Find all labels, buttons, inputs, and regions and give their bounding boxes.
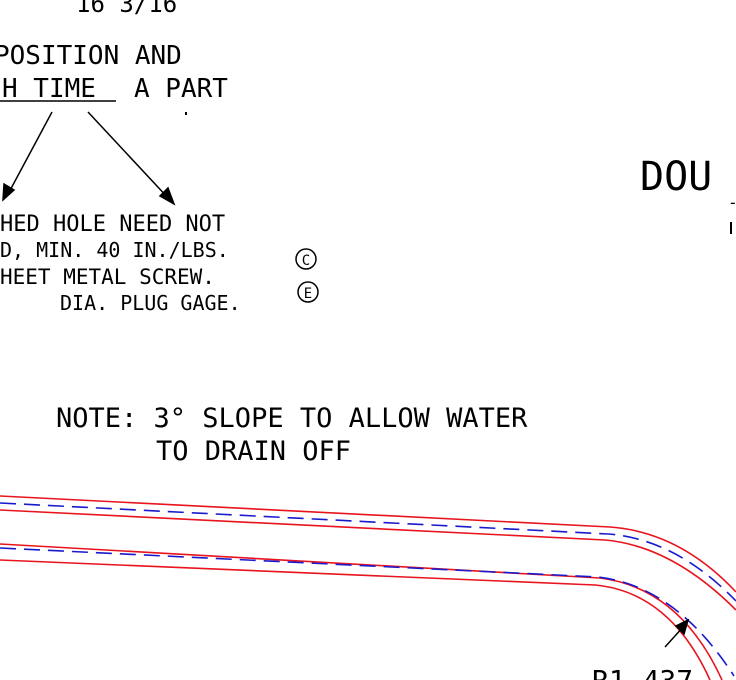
profile-bottom-outer [0,559,711,680]
symbol-e-marker: E [297,281,319,303]
hidden-line-top [0,502,736,602]
radius-leader [664,618,690,648]
profile-lines [0,495,736,680]
hole-note-line-4: DIA. PLUG GAGE. [60,291,241,315]
hole-note-line-3: HEET METAL SCREW. [0,265,215,289]
symbol-c-marker: C [295,248,317,270]
profile-top-inner [0,509,736,611]
profile-top-outer [0,495,736,593]
radius-label: R1.437 [592,664,693,680]
hidden-line-bottom [0,547,735,677]
symbol-e-circle [297,281,319,303]
symbol-e-letter: E [304,286,312,302]
note-line-2a: H TIME [2,74,96,104]
hidden-lines [0,502,736,677]
leader-right [87,111,171,201]
radius-arrowhead [674,618,690,636]
arrowhead-right [158,186,176,206]
hole-note-line-1: HED HOLE NEED NOT [0,212,225,237]
symbol-c-circle [295,248,317,270]
note-line-1: POSITION AND [0,41,182,71]
slope-note-line-2: TO DRAIN OFF [156,436,351,467]
title-fragment-1: - [728,193,736,212]
arrowhead-left [2,182,16,202]
symbol-c-letter: C [302,253,310,269]
note-line-2b: A PART [134,74,228,104]
hole-note-line-2: D, MIN. 40 IN./LBS. [0,238,229,262]
title-partial: DOU [640,154,712,200]
leader-left [6,111,53,197]
slope-note-line-1: NOTE: 3° SLOPE TO ALLOW WATER [56,403,528,434]
stray-dot [185,112,187,115]
top-dimension: 16 3/16 [76,0,177,18]
title-fragment-2 [730,222,732,234]
leader-arrows [2,111,176,206]
